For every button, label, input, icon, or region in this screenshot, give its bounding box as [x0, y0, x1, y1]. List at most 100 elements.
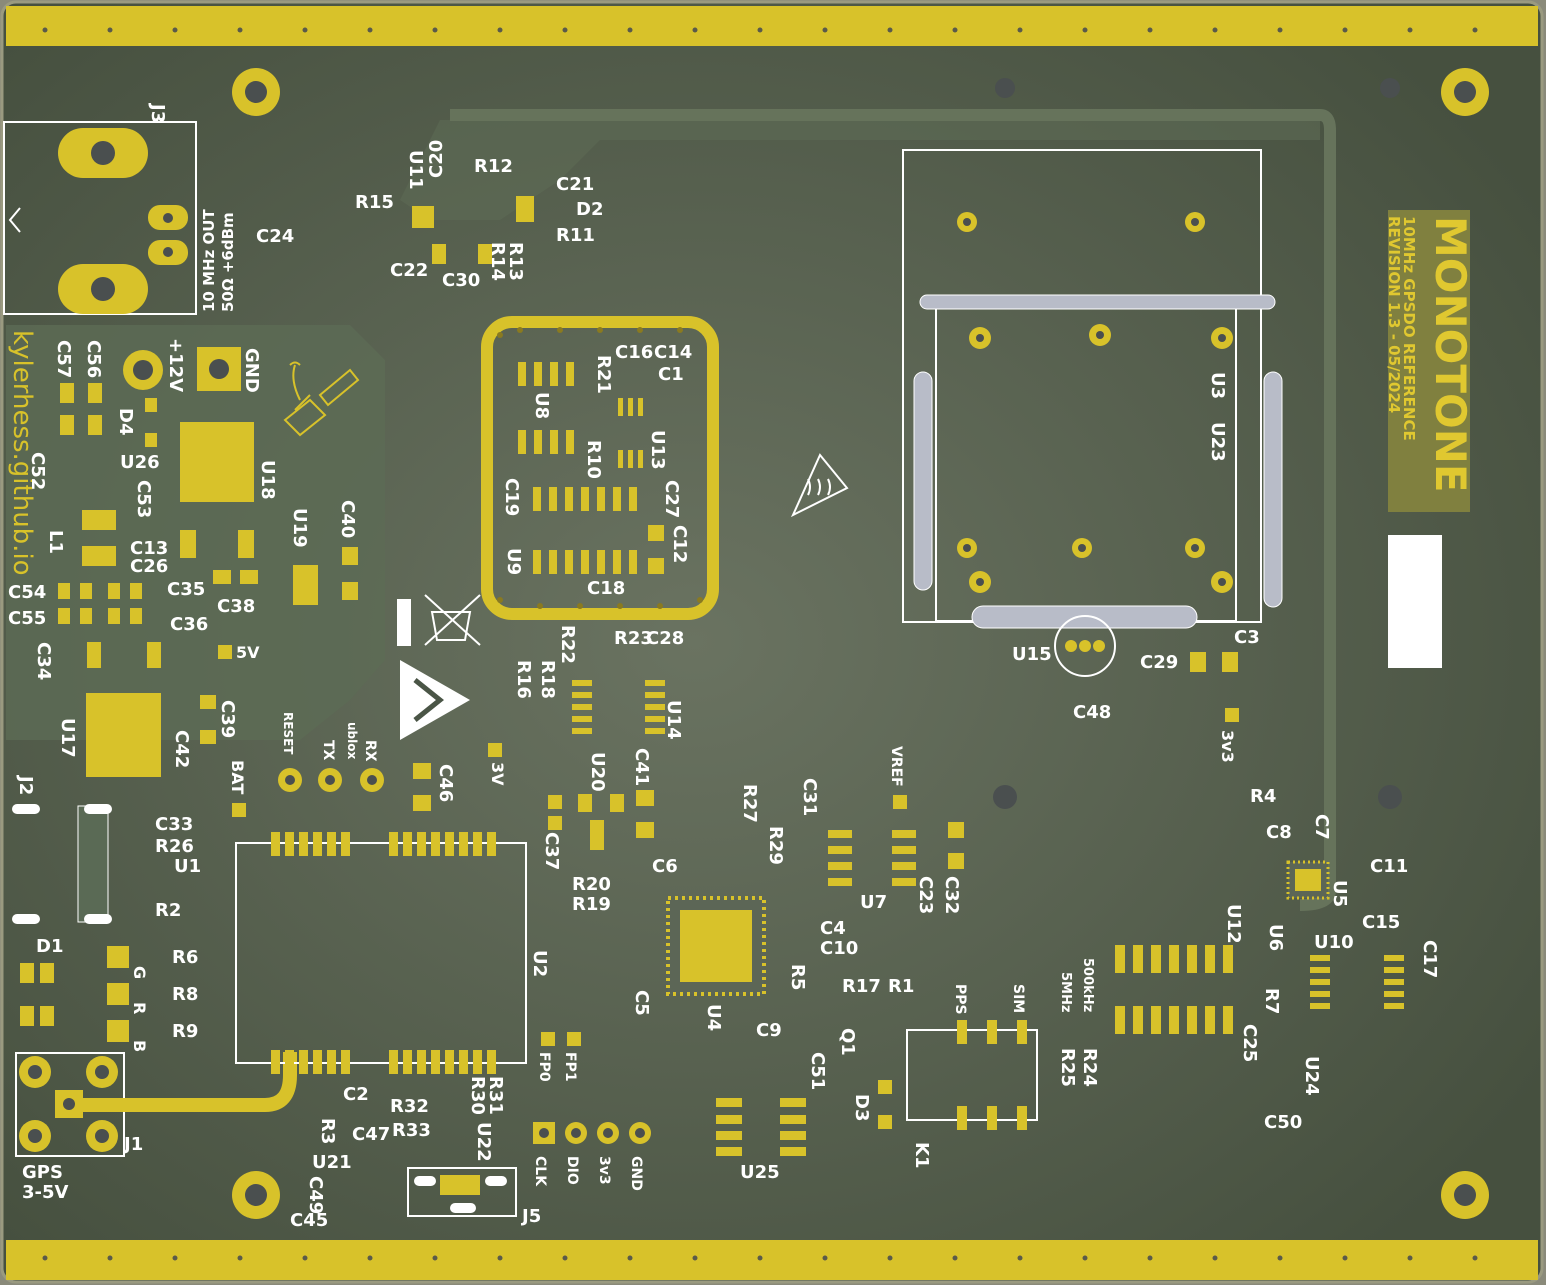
- label-gps: GPS: [22, 1162, 63, 1183]
- ocxo-guard-vias: [497, 327, 703, 609]
- ref-u25: U25: [740, 1162, 780, 1183]
- uart-test-points[interactable]: [278, 768, 384, 792]
- ref-c12: C12: [669, 525, 690, 563]
- ref-c53: C53: [133, 480, 154, 518]
- gps-module-u2: [235, 832, 527, 1074]
- hot-surface-warning-icon: [790, 453, 849, 518]
- ref-r26: R26: [155, 836, 194, 857]
- ref-c8: C8: [1266, 822, 1292, 843]
- ref-c36: C36: [170, 614, 208, 635]
- ref-c57: C57: [53, 340, 74, 378]
- ref-r25: R25: [1057, 1048, 1078, 1087]
- ref-c20: C20: [426, 140, 447, 178]
- relay-k1: [906, 1020, 1038, 1130]
- label-rx: RX: [362, 740, 378, 762]
- ref-c11: C11: [1370, 856, 1408, 877]
- ref-c33: C33: [155, 814, 193, 835]
- brand-subtitle: 10MHz GPSDO REFERENCE: [1400, 216, 1418, 441]
- label-reset: RESET: [281, 712, 295, 755]
- ocxo-guard-ring: [481, 316, 719, 620]
- ref-c27: C27: [661, 480, 682, 518]
- rf-output-connector-j3[interactable]: [3, 121, 197, 315]
- brand-title: MONOTONE: [1426, 216, 1475, 493]
- plus12v-terminal[interactable]: [123, 350, 163, 390]
- ref-c52: C52: [27, 452, 48, 490]
- ref-c22: C22: [390, 260, 428, 281]
- ref-r21: R21: [593, 355, 614, 394]
- label-3v3-debug: 3v3: [596, 1156, 612, 1185]
- ref-c41: C41: [631, 748, 652, 786]
- ref-c31: C31: [799, 778, 820, 816]
- ref-c35: C35: [167, 579, 205, 600]
- ref-c9: C9: [756, 1020, 782, 1041]
- ref-c14: C14: [654, 342, 692, 363]
- ref-r24: R24: [1079, 1048, 1100, 1087]
- ref-u9: U9: [503, 548, 524, 575]
- ref-c34: C34: [33, 642, 54, 680]
- ref-c30: C30: [442, 270, 480, 291]
- label-fp1: FP1: [562, 1052, 578, 1082]
- satellite-icon: [283, 361, 360, 437]
- debug-header[interactable]: [533, 1122, 651, 1144]
- ref-c54: C54: [8, 582, 46, 603]
- ref-u23: U23: [1207, 422, 1228, 462]
- label-led-g: G: [130, 966, 149, 979]
- ref-j3: J3: [147, 102, 168, 123]
- ref-r4: R4: [1250, 786, 1276, 807]
- plus12v-label: +12V: [165, 338, 186, 392]
- ref-l1: L1: [45, 530, 66, 554]
- ref-u1: U1: [174, 856, 201, 877]
- usb-connector-j2[interactable]: [12, 804, 112, 924]
- npth-hole: [993, 785, 1017, 809]
- ref-c7: C7: [1311, 814, 1332, 840]
- ref-u15: U15: [1012, 644, 1052, 665]
- brand-revision: REVISION 1.3 - 05/2024: [1385, 216, 1403, 413]
- npth-hole: [1378, 785, 1402, 809]
- ref-c47: C47: [352, 1124, 390, 1145]
- esd-warning-icon: [400, 660, 470, 740]
- rf-output-pour: [400, 120, 1320, 220]
- passive-pads: [58, 196, 1238, 1129]
- weee-recycle-icon: [397, 594, 481, 646]
- u3-ocxo-footprint: [902, 149, 1283, 629]
- label-bat: BAT: [228, 760, 247, 794]
- connector-j5[interactable]: [407, 1167, 517, 1217]
- label-ublox: ublox: [345, 722, 359, 759]
- rgb-led-d1: [20, 963, 54, 1026]
- ref-r1: R1: [888, 976, 914, 997]
- ref-r19: R19: [572, 894, 611, 915]
- ref-u20: U20: [587, 752, 608, 792]
- ref-j5: J5: [520, 1206, 541, 1227]
- ic-u14-u20: [572, 680, 665, 734]
- ref-u14: U14: [663, 700, 684, 740]
- test-point-pads[interactable]: [218, 645, 1239, 1046]
- ref-d3: D3: [851, 1094, 872, 1121]
- ref-u6: U6: [1265, 924, 1286, 951]
- edge-vias: [42, 27, 1478, 1261]
- ref-d1: D1: [36, 936, 63, 957]
- label-led-r: R: [130, 1002, 149, 1014]
- led-test-pads[interactable]: [107, 946, 129, 1042]
- ref-c16: C16: [615, 342, 653, 363]
- ref-r27: R27: [739, 784, 760, 823]
- ref-c42: C42: [171, 730, 192, 768]
- ref-c2: C2: [343, 1084, 369, 1105]
- ref-c49: C49: [305, 1176, 326, 1214]
- gnd-terminal[interactable]: [197, 347, 241, 391]
- ref-c26: C26: [130, 556, 168, 577]
- label-dio: DIO: [564, 1156, 580, 1185]
- gps-antenna-connector-j1[interactable]: [15, 1052, 297, 1157]
- ref-u2: U2: [529, 950, 550, 977]
- ref-u4: U4: [703, 1004, 724, 1031]
- ref-u17: U17: [57, 718, 78, 758]
- mounting-holes: [232, 68, 1489, 1219]
- label-3v: 3V: [488, 762, 507, 786]
- label-tx: TX: [320, 740, 336, 761]
- ref-j2: J2: [15, 774, 36, 795]
- ref-k1: K1: [911, 1142, 932, 1168]
- serial-label-area: [1388, 535, 1442, 668]
- ref-c32: C32: [941, 876, 962, 914]
- ic-u12: [1115, 945, 1233, 1034]
- ref-r8: R8: [172, 984, 198, 1005]
